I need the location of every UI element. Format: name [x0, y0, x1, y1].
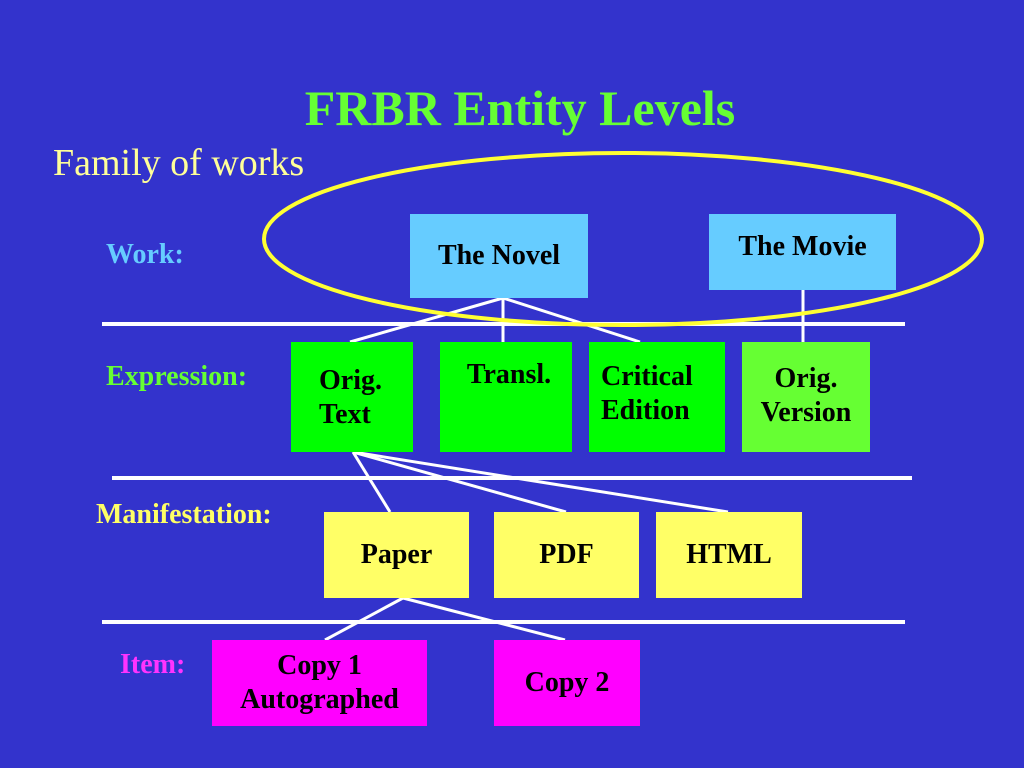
manifestation-box-pdf: PDF — [494, 512, 639, 598]
level-label-manifestation: Manifestation: — [96, 499, 272, 530]
manifestation-pdf-label: PDF — [539, 539, 594, 570]
link-paper-copy1 — [324, 596, 404, 642]
expression-orig-text-label: Orig. Text — [319, 365, 382, 430]
item-copy2-label: Copy 2 — [524, 667, 610, 698]
work-box-movie: The Movie — [709, 214, 896, 290]
link-origtext-paper — [351, 451, 392, 513]
manifestation-html-label: HTML — [686, 539, 772, 570]
expression-transl-label: Transl. — [466, 359, 552, 390]
expression-box-transl: Transl. — [440, 342, 572, 452]
level-label-expression: Expression: — [106, 361, 248, 392]
item-copy1-label: Copy 1 Autographed — [240, 650, 399, 715]
expression-box-orig-text: Orig. Text — [291, 342, 413, 452]
expression-box-orig-version: Orig. Version — [742, 342, 870, 452]
link-origtext-html — [352, 450, 729, 514]
expression-critical-label: Critical Edition — [601, 361, 693, 426]
level-label-item: Item: — [120, 649, 186, 680]
item-box-copy2: Copy 2 — [494, 640, 640, 726]
manifestation-paper-label: Paper — [360, 539, 433, 570]
link-novel-critical — [502, 296, 641, 344]
manifestation-box-html: HTML — [656, 512, 802, 598]
level-label-work: Work: — [106, 239, 184, 270]
expression-orig-version-label: Orig. Version — [760, 363, 852, 428]
family-of-works-label: Family of works — [53, 142, 305, 184]
link-novel-origtext — [349, 296, 504, 344]
expression-box-critical-edition: Critical Edition — [589, 342, 725, 452]
work-box-novel: The Novel — [410, 214, 588, 298]
page-title: FRBR Entity Levels — [304, 80, 736, 136]
work-movie-label: The Movie — [738, 231, 867, 262]
link-paper-copy2 — [402, 596, 566, 642]
work-novel-label: The Novel — [437, 240, 561, 271]
link-origtext-pdf — [352, 450, 567, 514]
item-box-copy1: Copy 1 Autographed — [212, 640, 427, 726]
manifestation-box-paper: Paper — [324, 512, 469, 598]
